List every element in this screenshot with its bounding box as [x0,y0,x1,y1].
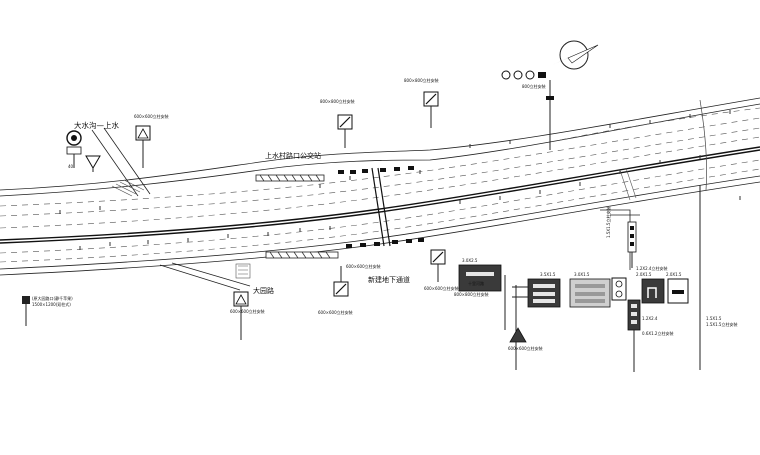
sign-ramp-2: 800×800立柱安装 [320,98,355,148]
sign-note-n6: 600×600立柱安装 [318,309,353,315]
place-label-tunnel: 新建地下通道 [368,275,410,284]
underground-passage [371,167,391,247]
sign-board-1: 3.0X2.5 十里河路 [458,258,506,330]
left-board-note-2: 1500×1200(双柱式) [32,301,71,307]
sign-note-n11: 1.5X1.5立柱安装 [605,207,611,238]
sign-board-2: 3.5X1.5 [527,272,561,308]
sign-note-n3: 800×800立柱安装 [404,77,439,83]
board-size-6: 1.2X2.4 [642,316,658,321]
speed-limit-icon [513,70,523,80]
place-label-dashuigou: 大水沟—上水 [74,120,119,130]
sign-warning-bottom: 600×600立柱安装 [508,327,543,351]
sign-warning-1: 600×600立柱安装 [134,113,169,168]
sign-note-1: 40 [68,164,74,169]
sign-note-n8: 600×600立柱安装 [508,345,543,351]
sign-board-5: 2.0X1.5 1.5X1.5 1.5X1.5立柱安装 [666,185,737,370]
sign-note-n13: 1.5X1.5立柱安装 [706,321,737,327]
signal-column: 1.5X1.5立柱安装 1.2X2.4 0.6X1.2立柱安装 1.2X2.4立… [605,207,673,372]
sign-board-4: 2.0X1.5 [636,272,665,304]
sign-note-n2: 800×800立柱安装 [320,98,355,104]
board-size-2: 3.5X1.5 [540,272,556,277]
board-poles [512,285,528,370]
crosswalk-lower [346,238,424,248]
yield-triangle-icon [85,155,101,169]
sign-note-n12: 1.2X2.4立柱安装 [636,265,667,271]
sign-warning-lower: 600×600立柱安装 [230,291,265,340]
sign-note-n4: 800立柱安装 [522,83,546,89]
sign-ramp-3: 800×800立柱安装 [404,77,439,128]
sign-board-3: 3.0X1.5 [569,272,611,308]
sign-note-n14: 0.6X1.2立柱安装 [642,330,673,336]
sign-note-n10: 600×600立柱安装 [346,263,381,269]
board-1-text: 十里河路 [468,280,484,286]
board-size-7: 1.5X1.5 [706,316,722,321]
sign-note-n1: 600×600立柱安装 [134,113,169,119]
sign-note-n7: 600×600立柱安装 [424,285,459,291]
side-road-lower [159,262,251,291]
bus-stop-lower [265,251,339,259]
sign-note-n9: 800×800立柱安装 [454,291,489,297]
place-label-dayuan-road: 大园路 [253,286,274,295]
sign-yield-left [85,155,101,172]
board-size-5: 2.0X1.5 [666,272,682,277]
lane-markings [0,107,760,263]
sign-left-circular: 40 [66,130,82,169]
bus-stop-upper [255,174,325,182]
crosswalk-upper [338,166,414,174]
sign-ramp-lower-2: 600×600立柱安装 [424,249,459,291]
board-size-3: 3.0X1.5 [574,272,590,277]
board-size-4: 2.0X1.5 [636,272,652,277]
place-label-bus-stop: 上水村路口公交站 [265,151,321,160]
no-entry-icon [501,70,511,80]
sign-note-n5: 600×600立柱安装 [230,308,265,314]
left-board-note-1: (原大园路口(静千苹果) [32,295,73,301]
sign-ramp-lower-1: 600×600立柱安装 [318,266,353,315]
side-road-left [91,127,151,197]
north-arrow-icon [552,40,599,70]
lane-arrows [59,110,741,250]
warning-triangle-icon [137,128,149,139]
sign-top-cluster: 800立柱安装 [501,70,554,150]
sign-left-board: (原大园路口(静千苹果) 1500×1200(双柱式) [22,295,73,326]
right-junction [600,99,707,270]
board-size-1: 3.0X2.5 [462,258,478,263]
